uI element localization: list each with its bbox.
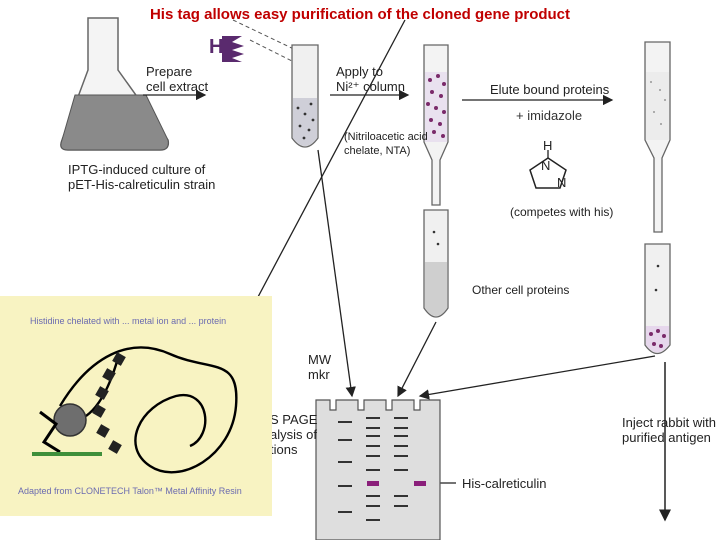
- extract-tube: [291, 44, 319, 148]
- competes-note: (competes with his): [510, 205, 614, 219]
- inject-label: Inject rabbit with purified antigen: [622, 415, 716, 445]
- chelation-inset: Histidine chelated with ... metal ion an…: [0, 296, 272, 516]
- his-tag-glyph: [222, 36, 244, 62]
- culture-caption: IPTG-induced culture of pET-His-calretic…: [68, 162, 216, 192]
- chelation-illustration: [32, 346, 238, 474]
- prepare-label: Prepare cell extract: [146, 64, 209, 94]
- sds-page-label: S PAGE alysis of tions: [270, 412, 318, 457]
- dashed-pointer: [249, 39, 303, 67]
- imidazole-n-atom-top: N: [541, 158, 551, 173]
- elution-column: [644, 41, 671, 233]
- sds-page-gel: [315, 399, 441, 540]
- slide-title: His tag allows easy purification of the …: [149, 6, 571, 23]
- his-tag-h: H: [209, 36, 224, 58]
- dashed-pointer: [232, 19, 301, 53]
- eluate-tube: [644, 243, 671, 355]
- apply-label: Apply to Ni²⁺ column: [336, 64, 405, 94]
- his-calreticulin-label: His-calreticulin: [462, 476, 547, 491]
- arrow-eluate-to-gel: [418, 355, 656, 400]
- imidazole-structure: [529, 150, 567, 189]
- ni-column: [423, 44, 449, 206]
- arrow-extract-to-gel: [317, 149, 356, 398]
- inset-caption-bottom: Adapted from CLONETECH Talon™ Metal Affi…: [18, 486, 242, 496]
- inset-caption-top: Histidine chelated with ... metal ion an…: [30, 316, 227, 326]
- flowthrough-tube: [423, 209, 449, 318]
- nta-note: (Nitriloacetic acid chelate, NTA): [344, 131, 428, 157]
- arrow-flowthrough-to-gel: [397, 321, 437, 398]
- imidazole-n-atom-right: N: [557, 175, 567, 190]
- other-proteins-label: Other cell proteins: [472, 283, 570, 297]
- arrow-to-inset: [249, 19, 406, 314]
- imidazole-h-atom: H: [543, 138, 553, 153]
- imidazole-label: + imidazole: [516, 108, 583, 123]
- culture-flask: [60, 17, 170, 151]
- mw-marker-label: MW mkr: [308, 352, 332, 382]
- elute-label: Elute bound proteins: [490, 82, 610, 97]
